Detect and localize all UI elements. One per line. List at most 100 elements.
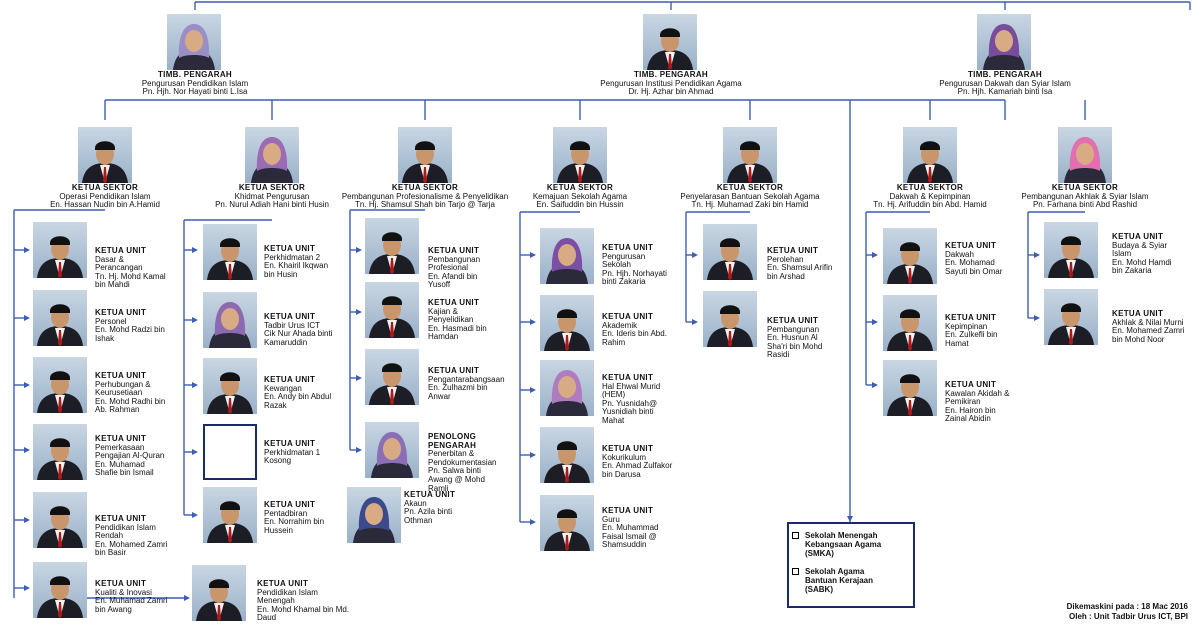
- caption-line: En. Mohamed Zamri: [1112, 326, 1185, 336]
- role-title: KETUA UNIT: [257, 579, 309, 588]
- photo: [723, 127, 777, 183]
- caption-line: Pengajian Al-Quran: [95, 451, 165, 461]
- caption-line: Kualiti & Inovasi: [95, 587, 152, 597]
- arrowhead: [530, 387, 536, 393]
- portrait-icon: [33, 424, 87, 480]
- caption-line: Tn. Hj. Mohd Kamal: [95, 271, 166, 281]
- arrowhead: [192, 449, 198, 455]
- photo: [33, 492, 87, 548]
- portrait-icon: [245, 127, 299, 183]
- role-title: KETUA UNIT: [95, 434, 147, 443]
- caption-line: Pn. Hjh. Nor Hayati binti L.Isa: [142, 87, 248, 97]
- caption-line: Kosong: [264, 456, 292, 466]
- photo: [203, 224, 257, 280]
- photo: [365, 218, 419, 274]
- photo: [883, 295, 937, 351]
- caption-line: Dr. Hj. Azhar bin Ahmad: [628, 87, 714, 97]
- caption-line: Dakwah & Kepimpinan: [889, 191, 971, 201]
- caption-line: Dakwah: [945, 249, 974, 259]
- photo: [540, 295, 594, 351]
- photo: [365, 422, 419, 478]
- photo: [203, 358, 257, 414]
- photo: [245, 127, 299, 183]
- caption-line: En. Khairil Ikqwan: [264, 261, 329, 271]
- portrait-icon: [1058, 127, 1112, 183]
- photo: [540, 495, 594, 551]
- caption-line: Sha'ri bin Mohd: [767, 341, 823, 351]
- caption-line: Tn. Hj. Muhamad Zaki bin Hamid: [691, 200, 809, 210]
- portrait-icon: [192, 565, 246, 621]
- photo: [365, 282, 419, 338]
- portrait-icon: [883, 360, 937, 416]
- arrowhead: [872, 252, 878, 258]
- caption-line: bin Basir: [95, 548, 127, 558]
- role-title: TIMB. PENGARAH: [158, 70, 232, 79]
- photo: [903, 127, 957, 183]
- caption-line: Tn. Hj. Arifuddin bin Abd. Hamid: [873, 200, 987, 210]
- caption-line: En. Muhamad: [95, 459, 145, 469]
- note-line: Bantuan Kerajaan: [805, 576, 874, 585]
- arrowhead: [192, 512, 198, 518]
- photo: [1044, 222, 1098, 278]
- arrowhead: [530, 252, 536, 258]
- portrait-icon: [553, 127, 607, 183]
- caption-line: En. Mohamad: [945, 258, 995, 268]
- caption-line: Pn. Azila binti: [404, 507, 453, 517]
- caption-line: En. Zulhazmi bin: [428, 383, 488, 393]
- arrowhead: [356, 309, 362, 315]
- photo: [1044, 289, 1098, 345]
- role-title: TIMB. PENGARAH: [634, 70, 708, 79]
- role-title: KETUA SEKTOR: [238, 183, 306, 192]
- role-title: KETUA SEKTOR: [71, 183, 139, 192]
- photo: [540, 228, 594, 284]
- arrowhead: [24, 585, 30, 591]
- note-line: (SMKA): [805, 549, 834, 558]
- caption-line: Pendokumentasian: [428, 457, 497, 467]
- photo: [398, 127, 452, 183]
- portrait-icon: [883, 295, 937, 351]
- role-title: KETUA UNIT: [95, 579, 147, 588]
- arrowhead: [872, 319, 878, 325]
- arrowhead: [847, 516, 853, 522]
- arrowhead: [1034, 252, 1040, 258]
- caption-line: Operasi Pendidikan Islam: [59, 191, 151, 201]
- role-title: KETUA UNIT: [428, 298, 480, 307]
- role-title: KETUA SEKTOR: [716, 183, 784, 192]
- caption-line: En. Hasmadi bin: [428, 323, 487, 333]
- note-item-smka: Sekolah Menengah Kebangsaan Agama (SMKA): [792, 531, 907, 558]
- caption-line: Pengantarabangsaan: [428, 374, 505, 384]
- photo: [883, 360, 937, 416]
- portrait-icon: [723, 127, 777, 183]
- photo: [703, 224, 757, 280]
- photo: [203, 487, 257, 543]
- footer: Dikemaskini pada : 18 Mac 2016 Oleh : Un…: [1067, 602, 1188, 622]
- portrait-icon: [1044, 289, 1098, 345]
- role-title: KETUA UNIT: [428, 366, 480, 375]
- caption-line: Pemikiran: [945, 397, 981, 407]
- photo: [192, 565, 246, 621]
- caption-line: Pengurusan Dakwah dan Syiar Islam: [939, 78, 1071, 88]
- role-title: KETUA UNIT: [602, 243, 654, 252]
- caption-line: Pemerkasaan: [95, 442, 145, 452]
- role-title: KETUA UNIT: [945, 241, 997, 250]
- caption-line: En. Mohd Radhi bin: [95, 396, 166, 406]
- caption-line: Menengah: [257, 596, 295, 606]
- photo: [33, 562, 87, 618]
- portrait-icon: [33, 492, 87, 548]
- caption-line: binti Zakaria: [602, 277, 646, 287]
- caption-line: Tadbir Urus ICT: [264, 320, 321, 330]
- portrait-icon: [1044, 222, 1098, 278]
- caption-line: Tn. Hj. Shamsul Shah bin Tarjo @ Tarja: [355, 200, 495, 210]
- arrowhead: [872, 382, 878, 388]
- portrait-icon: [540, 228, 594, 284]
- arrowhead: [24, 517, 30, 523]
- arrowhead: [184, 595, 190, 601]
